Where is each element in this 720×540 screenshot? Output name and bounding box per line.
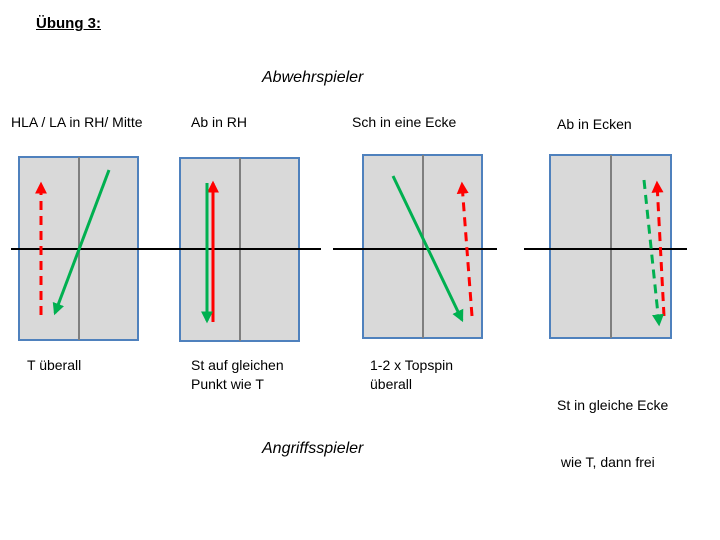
table-3-footer-line-1: 1-2 x Topspin [370, 357, 454, 373]
table-3-footer-line-2: überall [370, 376, 413, 392]
table-2-header: Ab in RH [191, 114, 248, 130]
table-4-header: Ab in Ecken [557, 116, 632, 132]
table-2-footer-line-2: Punkt wie T [191, 376, 264, 392]
table-4-footer-line-2: wie T, dann frei [557, 454, 655, 470]
table-2-footer-line-1: St auf gleichen [191, 357, 284, 373]
table-1-green-arrow [52, 169, 111, 316]
bottom-role-label: Angriffsspieler [262, 440, 364, 457]
table-1-footer-line-1: T überall [27, 357, 82, 373]
table-4-footer-line-1: St in gleiche Ecke [557, 397, 669, 413]
exercise-title: Übung 3: [36, 15, 101, 32]
table-3-header: Sch in eine Ecke [352, 114, 457, 130]
table-4-red-arrow [651, 180, 666, 317]
table-3-red-arrow [456, 181, 474, 317]
table-4-green-arrow [642, 179, 664, 327]
table-1-header: HLA / LA in RH/ Mitte [11, 114, 143, 130]
table-2-footer: St auf gleichen Punkt wie T [191, 356, 284, 394]
table-3-green-arrow [391, 175, 464, 323]
table-4-footer: St in gleiche Ecke wie T, dann frei [557, 358, 668, 491]
table-1-footer: T überall [27, 356, 81, 375]
top-role-label: Abwehrspieler [262, 69, 364, 86]
table-3-footer: 1-2 x Topspin überall [370, 356, 453, 394]
